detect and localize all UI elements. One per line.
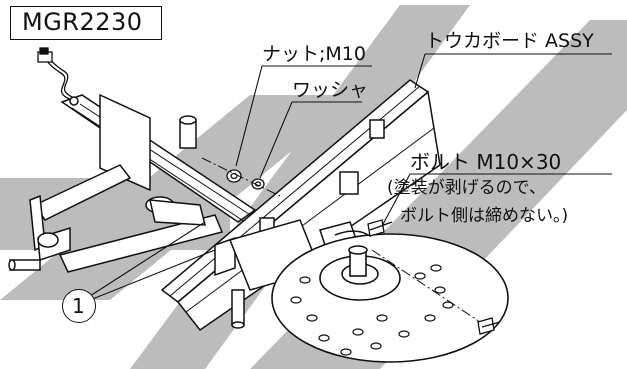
nut-label: ナット;M10 bbox=[262, 43, 366, 65]
disc-bolt-heads bbox=[290, 264, 454, 356]
bolt-note-line2: ボルト側は締めない。) bbox=[400, 206, 569, 226]
center-link-arm bbox=[58, 196, 224, 273]
board-assy-label: トウカボード ASSY bbox=[425, 30, 594, 52]
top-pin-bracket bbox=[179, 115, 197, 149]
callout-circle bbox=[62, 289, 96, 323]
model-code: MGR2230 bbox=[22, 8, 143, 36]
bolt-label: ボルト M10×30 bbox=[410, 150, 562, 174]
washer-label: ワッシャ bbox=[292, 79, 369, 101]
lower-link-arm bbox=[8, 164, 132, 271]
nut-m10-icon bbox=[226, 169, 242, 183]
a-frame-arm bbox=[60, 93, 257, 223]
washer-icon bbox=[251, 178, 265, 190]
loose-bolt-icon bbox=[477, 317, 501, 335]
model-code-box bbox=[10, 6, 162, 40]
bolt-m10-icon bbox=[367, 219, 393, 237]
spinner-disc bbox=[271, 233, 509, 363]
bolt-note-line1: (塗装が剥げるので、 bbox=[387, 178, 546, 198]
leader-lines bbox=[89, 53, 612, 301]
assembly-axis-lines bbox=[201, 157, 481, 323]
callout-number: 1 bbox=[72, 294, 85, 318]
